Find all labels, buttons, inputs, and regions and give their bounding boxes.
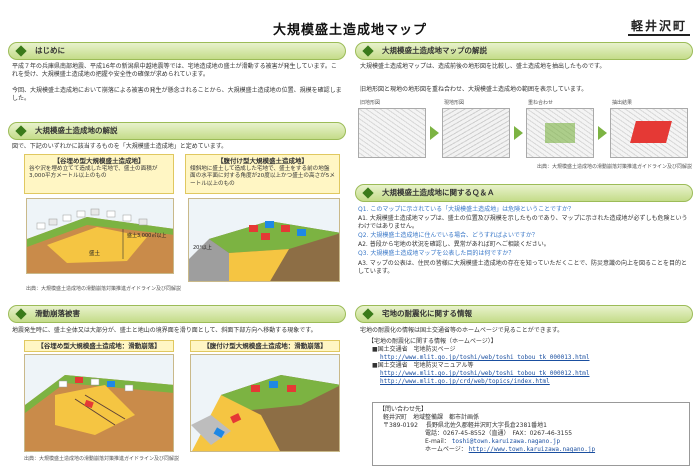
section-damage-heading: 滑動崩落被害 <box>8 305 346 323</box>
arrow-right-icon <box>430 126 439 140</box>
side-fill-definition-box: 【腹付け型大規模盛土造成地】 傾斜地に盛土して造成した宅地で、盛土をする前の地盤… <box>185 154 340 194</box>
link-1-name: ■国土交通省 宅地防災ページ <box>372 346 456 354</box>
contact-postal: 〒389-0192 <box>383 422 418 430</box>
damage-intro: 地震発生時に、盛土全体又は大部分が、盛土と地山の境界面を滑り面として、斜面下部方… <box>12 327 317 334</box>
question-1: Q1. このマップに示されている「大規模盛土造成地」は危険ということですか？ <box>358 206 574 213</box>
question-2: Q2. 大規模盛土造成地に住んでいる場合、どうすればよいですか？ <box>358 232 538 240</box>
intro-paragraph-2: 今回、大規模盛土造成地において崩落による被害の発生が懸念されることから、大規模盛… <box>12 87 342 103</box>
diamond-bullet-icon <box>362 308 374 320</box>
result-map-thumbnail <box>610 108 688 158</box>
section-map-heading: 大規模盛土造成地マップの解説 <box>355 42 693 60</box>
fill-label: 盛土 <box>89 251 101 257</box>
town-logo: 軽井沢町 <box>627 18 690 37</box>
intro-paragraph-1: 平成７年の兵庫県南部地震、平成16年の新潟県中越地震等では、宅地造成地の盛土が滑… <box>12 63 337 79</box>
overlay-map-thumbnail <box>526 108 594 158</box>
contact-address: 長野県北佐久郡軽井沢町大字長倉2381番地1 <box>425 422 547 430</box>
contact-web-label: ホームページ： <box>425 446 467 454</box>
section-intro-heading: はじめに <box>8 42 346 60</box>
new-map-thumbnail <box>442 108 510 158</box>
contact-box: 【問い合わせ先】 軽井沢町 地域整備課 都市計画係 〒389-0192 長野県北… <box>372 402 690 466</box>
old-map-thumbnail <box>358 108 426 158</box>
arrow-right-icon <box>514 126 523 140</box>
explanation-caption: 出典：大規模盛土造成地の滑動崩落対策推進ガイドライン及び同解説 <box>26 286 182 292</box>
contact-web[interactable]: http://www.town.karuizawa.nagano.jp <box>468 446 596 454</box>
step-overlay-label: 重ね合わせ <box>528 100 554 106</box>
side-fill-landslide-illustration <box>190 354 340 452</box>
answer-1: A1. 大規模盛土造成地マップは、盛土の位置及び規模を示したものであり、マップに… <box>358 215 688 231</box>
step-result-label: 抽出結果 <box>612 100 633 106</box>
angle-label: 20°以上 <box>193 245 212 251</box>
answer-2: A2. 普段から宅地の状況を確認し、異常があれば町へご相談ください。 <box>358 241 550 249</box>
explanation-intro: 図で、下記のいずれかに該当するものを「大規模盛土造成地」と定めています。 <box>12 143 228 150</box>
map-process-steps: 旧地形図 現地形図 重ね合わせ 抽出結果 出典：大規模盛土造成地の滑動崩落対策推… <box>356 100 692 178</box>
seismic-links: 【宅地の耐震化に関する情報（ホームページ）】 ■国土交通省 宅地防災ページ ht… <box>368 338 688 387</box>
valley-fill-illustration: 盛土3,000㎡以上 盛土 <box>26 198 174 274</box>
question-3: Q3. 大規模盛土造成地マップを公表した目的は何ですか？ <box>358 250 515 258</box>
map-explanation-paragraph-2: 旧地形図と現地の地形図を重ね合わせ、大規模盛土造成地の範囲を表示しています。 <box>360 86 588 93</box>
section-explanation-heading: 大規模盛土造成地の解説 <box>8 122 346 140</box>
step-old-map-label: 旧地形図 <box>360 100 381 106</box>
link-1-url[interactable]: http://www.mlit.go.jp/toshi/web/toshi_to… <box>380 354 590 362</box>
contact-title: 【問い合わせ先】 <box>379 406 428 413</box>
section-seismic-heading: 宅地の耐震化に関する情報 <box>355 305 693 323</box>
contact-email-label: E-mail： <box>425 438 450 446</box>
contact-email[interactable]: toshi@town.karuizawa.nagano.jp <box>451 438 561 446</box>
seismic-intro: 宅地の耐震化の情報は国土交通省等のホームページで見ることができます。 <box>360 327 564 334</box>
link-3-url[interactable]: http://www.mlit.go.jp/crd/web/topics/ind… <box>380 378 550 386</box>
diamond-bullet-icon <box>15 45 27 57</box>
side-fill-illustration: 20°以上 <box>188 198 340 282</box>
diamond-bullet-icon <box>362 45 374 57</box>
diamond-bullet-icon <box>15 308 27 320</box>
link-2-url[interactable]: http://www.mlit.go.jp/toshi/web/toshi_to… <box>380 370 590 378</box>
qa-list: Q1. このマップに示されている「大規模盛土造成地」は危険ということですか？ A… <box>358 206 692 277</box>
arrow-right-icon <box>598 126 607 140</box>
valley-fill-landslide-illustration <box>24 354 174 452</box>
map-explanation-paragraph: 大規模盛土造成地マップは、造成前後の地形図を比較し、盛土造成地を抽出したものです… <box>360 63 606 70</box>
page-title: 大規模盛土造成地マップ <box>272 23 427 38</box>
answer-3: A3. マップの公表は、住民の皆様に大規模盛土造成地の存在を知っていただくことで… <box>358 259 688 275</box>
damage-caption: 出典：大規模盛土造成地の滑動崩落対策推進ガイドライン及び同解説 <box>24 456 180 462</box>
diamond-bullet-icon <box>15 125 27 137</box>
contact-tel: 電話：0267-45-8552（直通） FAX：0267-46-3155 <box>425 430 573 438</box>
map-caption: 出典：大規模盛土造成地の滑動崩落対策推進ガイドライン及び同解説 <box>536 164 692 170</box>
section-qa-heading: 大規模盛土造成地に関するＱ＆Ａ <box>355 184 693 202</box>
fill-area-label: 盛土3,000㎡以上 <box>127 233 167 239</box>
link-2-name: ■国土交通省 宅地防災マニュアル等 <box>372 362 474 370</box>
diamond-bullet-icon <box>362 187 374 199</box>
side-fill-landslide-title: 【腹付け型大規模盛土造成地：滑動崩落】 <box>190 340 340 352</box>
step-new-map-label: 現地形図 <box>444 100 465 106</box>
links-title: 【宅地の耐震化に関する情報（ホームページ）】 <box>368 338 497 345</box>
valley-fill-landslide-title: 【谷埋め型大規模盛土造成地：滑動崩落】 <box>24 340 174 352</box>
contact-org: 軽井沢町 地域整備課 都市計画係 <box>383 414 480 422</box>
valley-fill-definition-box: 【谷埋め型大規模盛土造成地】 谷や沢を埋め立てて造成した宅地で、盛土の面積が3,… <box>24 154 174 194</box>
